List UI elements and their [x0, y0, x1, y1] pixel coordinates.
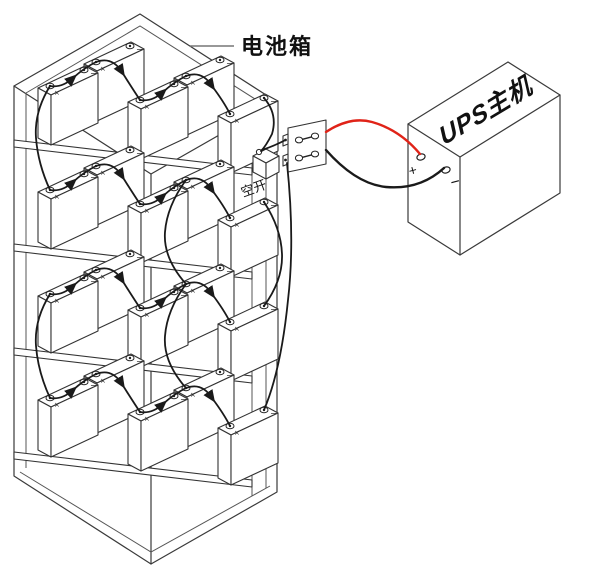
cabinet-bottom-inner-rim: [19, 471, 271, 553]
jumper-wire: [185, 73, 231, 115]
jumper-wire: [139, 75, 187, 102]
jumper-wire: [139, 179, 187, 206]
jumper-wire: [95, 59, 141, 101]
battery-to-breaker-wire: [260, 97, 275, 152]
jumper-wire: [95, 163, 141, 205]
block-to-bottom-battery-wire: [263, 162, 293, 411]
ups-label: UPS主机: [438, 68, 536, 152]
negative-wire: [324, 148, 446, 189]
ups-host: UPS主机 + −: [407, 61, 561, 256]
output-wires: [260, 97, 446, 411]
battery-box-label: 电池箱: [241, 34, 313, 59]
series-link-wire: [163, 179, 187, 285]
jumper-wire: [95, 267, 141, 309]
jumper-wire: [139, 283, 187, 310]
jumper-wire: [185, 385, 231, 427]
series-link-wire: [34, 85, 51, 191]
battery-jumper-wires: [34, 59, 283, 427]
jumper-wire: [49, 269, 97, 296]
series-link-wire: [163, 283, 187, 389]
breaker-to-block-wire: [261, 139, 287, 151]
ups-outline: [407, 61, 561, 256]
battery: [37, 65, 99, 146]
series-link-wire: [34, 293, 51, 399]
terminal-block: [282, 119, 327, 173]
jumper-wire: [49, 165, 97, 192]
jumper-wire: [49, 373, 97, 400]
ups-positive-label: +: [407, 161, 419, 179]
series-link-wire: [263, 201, 283, 307]
title-callout: 电池箱: [190, 34, 313, 59]
jumper-wire: [49, 61, 97, 88]
jumper-wire: [185, 177, 231, 219]
battery: [37, 273, 99, 354]
jumper-wire: [139, 387, 187, 414]
jumper-wire: [95, 371, 141, 413]
ups-negative-label: −: [449, 173, 462, 192]
breaker-label: 空开: [239, 177, 269, 200]
shelf-board: [13, 451, 253, 488]
positive-wire: [324, 119, 422, 156]
jumper-wire: [185, 281, 231, 323]
